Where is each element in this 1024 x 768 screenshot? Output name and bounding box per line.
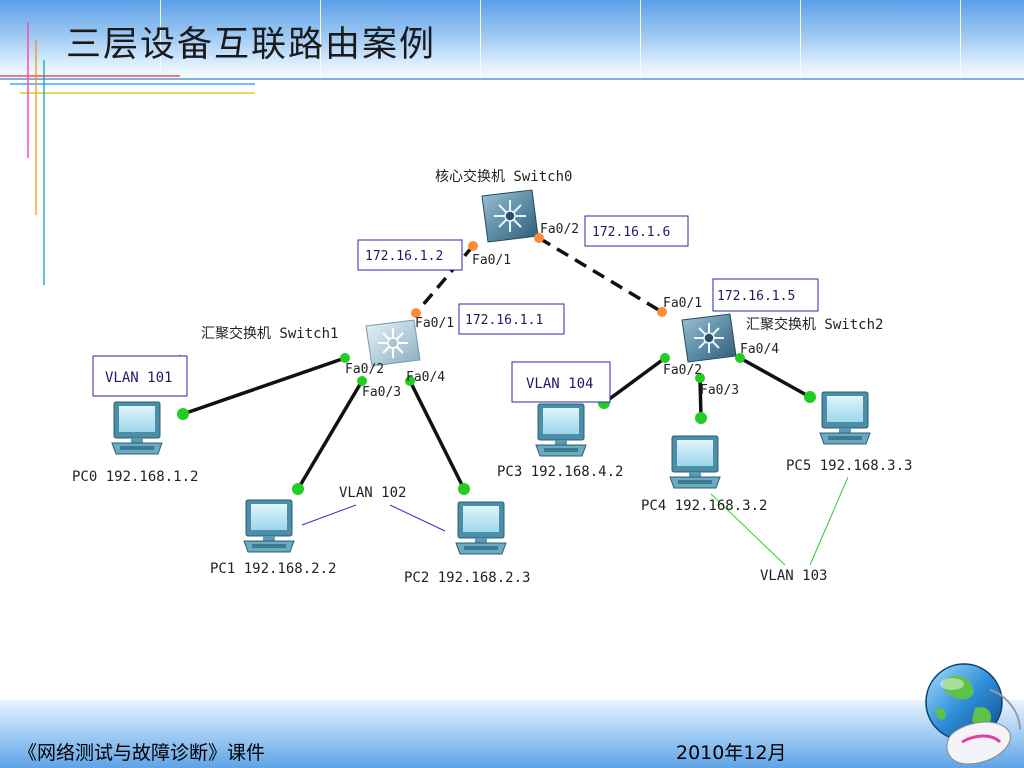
link-s2-pc3 [602, 356, 667, 405]
ip-box-s1-fa01: 172.16.1.1 [458, 303, 565, 335]
link-s2-pc5 [739, 356, 811, 399]
links [182, 236, 811, 490]
vlan-101-box: VLAN 101 [92, 355, 188, 397]
switch1-label: 汇聚交换机 Switch1 [201, 325, 338, 342]
port-label: Fa0/4 [406, 370, 445, 385]
ip-address: 172.16.1.6 [592, 225, 670, 240]
ip-address: 172.16.1.5 [717, 289, 795, 304]
pc1-label: PC1 192.168.2.2 [210, 561, 336, 577]
port-label: Fa0/3 [362, 385, 401, 400]
footer-course-title: 《网络测试与故障诊断》课件 [18, 742, 266, 764]
pc4-label: PC4 192.168.3.2 [641, 498, 767, 514]
distribution-switch-switch2[interactable]: 汇聚交换机 Switch2 [681, 313, 883, 363]
footer-band [0, 700, 1024, 768]
desktop-pc-icon [455, 501, 507, 555]
core-switch-switch0[interactable]: 核心交换机 Switch0 [435, 168, 572, 243]
page-title: 三层设备互联路由案例 [66, 25, 437, 65]
vlan-label: VLAN 104 [526, 376, 593, 392]
corner-decoration [0, 22, 255, 285]
title-underline [0, 78, 1024, 80]
port-label: Fa0/3 [700, 383, 739, 398]
pc0-label: PC0 192.168.1.2 [72, 469, 198, 485]
desktop-pc-icon [669, 435, 721, 489]
port-label: Fa0/2 [663, 363, 702, 378]
band-divider [480, 0, 481, 80]
pc0[interactable]: PC0 192.168.1.2 [72, 401, 198, 485]
pc5-label: PC5 192.168.3.3 [786, 458, 912, 474]
vlan-102-label: VLAN 102 [339, 485, 406, 501]
pc4[interactable]: PC4 192.168.3.2 [641, 435, 767, 514]
link-s0-s1 [414, 244, 475, 315]
globe-mouse-icon [925, 663, 1021, 765]
ip-address: 172.16.1.2 [365, 249, 443, 264]
link-s2-pc4 [698, 377, 703, 419]
layer3-switch-icon [365, 319, 421, 367]
band-divider [960, 0, 961, 80]
vlan-connectors [179, 354, 849, 566]
ip-address: 172.16.1.1 [465, 313, 543, 328]
distribution-switch-switch1[interactable]: 汇聚交换机 Switch1 [201, 319, 421, 367]
switch2-label: 汇聚交换机 Switch2 [746, 316, 883, 333]
switch0-label: 核心交换机 Switch0 [435, 168, 572, 185]
band-divider [800, 0, 801, 80]
layer3-switch-icon [481, 189, 539, 243]
desktop-pc-icon [819, 391, 871, 445]
vlan-104-box: VLAN 104 [511, 361, 611, 403]
desktop-pc-icon [111, 401, 163, 455]
pc2-label: PC2 192.168.2.3 [404, 570, 530, 586]
title-band [0, 0, 1024, 80]
band-divider [160, 0, 161, 80]
desktop-pc-icon [243, 499, 295, 553]
band-divider [320, 0, 321, 80]
pc3[interactable]: PC3 192.168.4.2 [497, 403, 623, 480]
layer3-switch-icon [681, 313, 737, 363]
footer-date: 2010年12月 [676, 742, 787, 764]
port-label: Fa0/2 [540, 222, 579, 237]
ip-box-s0-fa02: 172.16.1.6 [584, 215, 689, 247]
port-label: Fa0/1 [415, 316, 454, 331]
desktop-pc-icon [535, 403, 587, 457]
vlan-103-label: VLAN 103 [760, 568, 827, 584]
band-divider [640, 0, 641, 80]
pc2[interactable]: PC2 192.168.2.3 [404, 501, 530, 586]
pc1[interactable]: PC1 192.168.2.2 [210, 499, 336, 577]
port-labels: Fa0/2 Fa0/1 Fa0/1 Fa0/2 Fa0/3 Fa0/4 Fa0/… [345, 222, 779, 400]
pc5[interactable]: PC5 192.168.3.3 [786, 391, 912, 474]
port-label: Fa0/1 [663, 296, 702, 311]
port-label: Fa0/2 [345, 362, 384, 377]
link-s1-pc2 [408, 380, 466, 490]
link-s0-s2 [538, 236, 663, 314]
port-label: Fa0/1 [472, 253, 511, 268]
ip-box-s2-fa01: 172.16.1.5 [712, 278, 819, 312]
pc3-label: PC3 192.168.4.2 [497, 464, 623, 480]
vlan-label: VLAN 101 [105, 370, 172, 386]
ip-box-s0-fa01: 172.16.1.2 [357, 239, 463, 271]
port-label: Fa0/4 [740, 342, 779, 357]
port-markers [177, 233, 816, 495]
link-s1-pc1 [296, 380, 364, 490]
link-s1-pc0 [182, 356, 346, 416]
